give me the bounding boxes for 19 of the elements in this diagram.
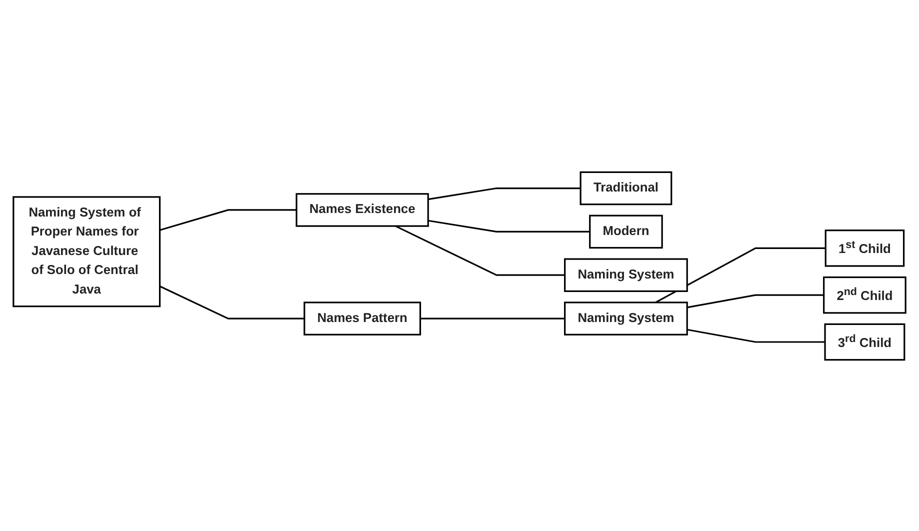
connector bbox=[686, 328, 826, 342]
node-box: Names Pattern bbox=[304, 301, 422, 335]
node-box: 3$^{rd}$ Child bbox=[824, 322, 906, 360]
connector bbox=[428, 219, 590, 232]
connector bbox=[420, 317, 565, 319]
node-box: Naming System of Proper Names for Javanese Culture of Solo of Central Java bbox=[12, 196, 161, 307]
node-box: Naming System bbox=[564, 258, 688, 292]
node-box: Modern bbox=[589, 214, 663, 248]
connector bbox=[428, 186, 581, 200]
connector bbox=[395, 224, 565, 276]
node-box: Names Existence bbox=[296, 192, 429, 226]
node-box: Traditional bbox=[580, 170, 672, 205]
node-box: 1$^{st}$ Child bbox=[824, 229, 905, 266]
connector bbox=[160, 208, 297, 230]
connector bbox=[159, 285, 304, 319]
connector bbox=[686, 294, 824, 308]
node-box: Naming System bbox=[564, 301, 688, 335]
node-box: 2$^{nd}$ Child bbox=[823, 276, 906, 314]
connector bbox=[655, 246, 826, 303]
